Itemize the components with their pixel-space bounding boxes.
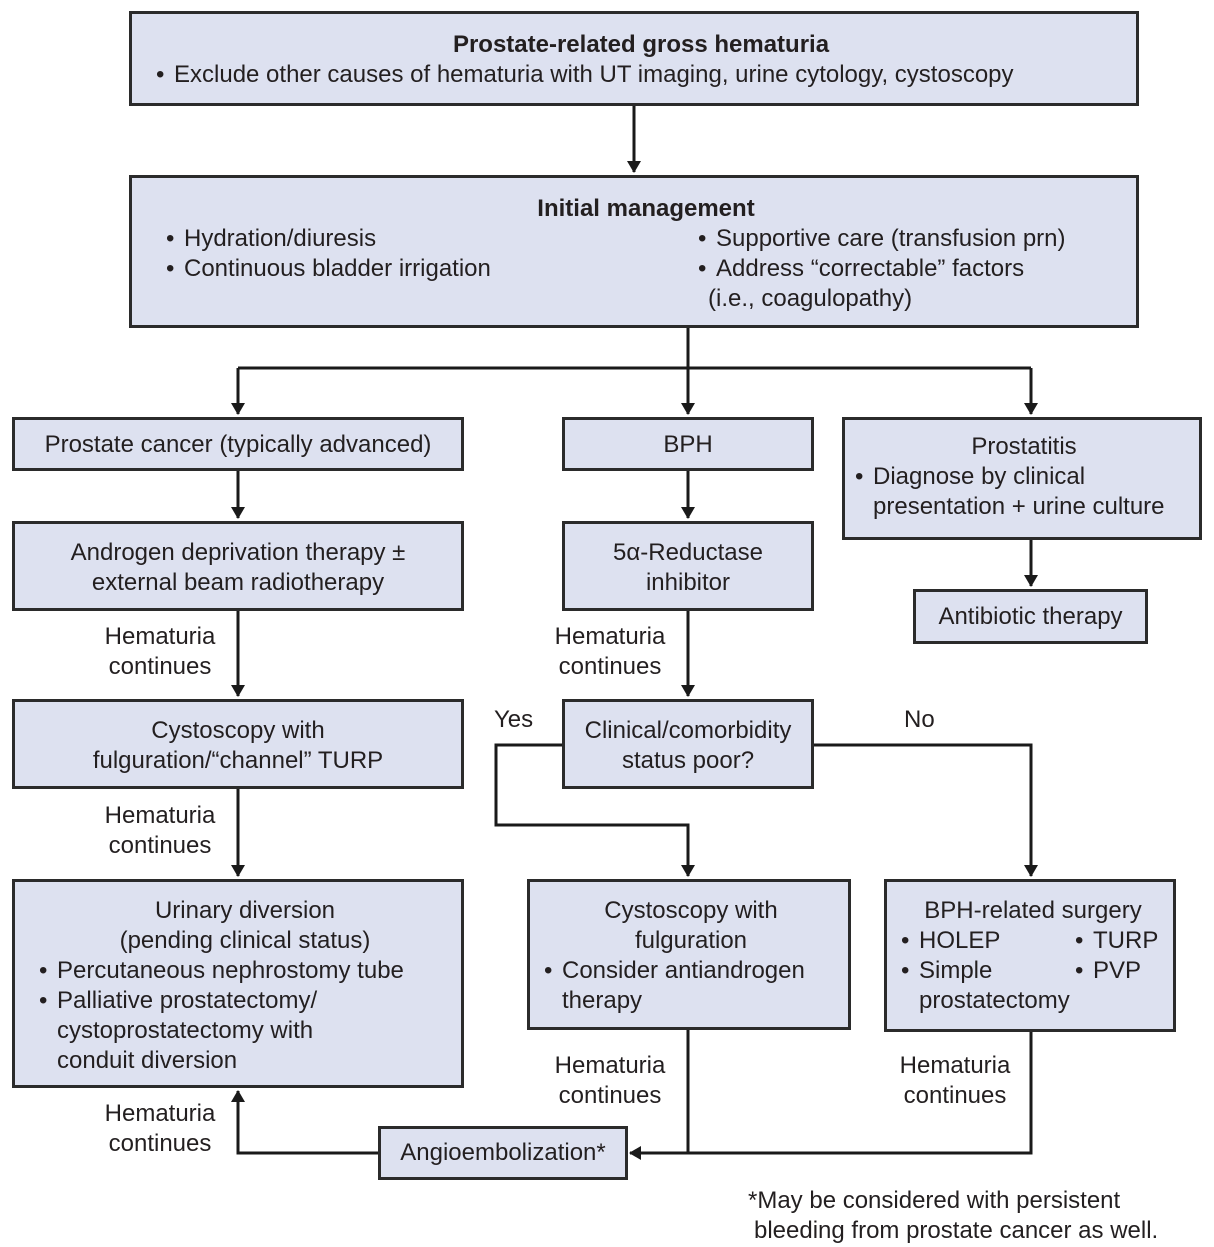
hematuria-text: Hematuria bbox=[104, 1100, 216, 1127]
top-box: Prostate-related gross hematuria Exclude… bbox=[129, 11, 1139, 106]
bph-box: BPH bbox=[562, 417, 814, 471]
initial-right-item-cont: (i.e., coagulopathy) bbox=[708, 285, 913, 312]
antibiotic-therapy-box: Antibiotic therapy bbox=[913, 589, 1148, 644]
diversion-subtitle: (pending clinical status) bbox=[119, 927, 371, 954]
hematuria-label-3: Hematuria continues bbox=[535, 622, 685, 682]
diversion-bullet-cont: cystoprostatectomy with bbox=[57, 1017, 314, 1044]
arrow-no-branch bbox=[814, 743, 1038, 877]
bph-surgery-box: BPH-related surgery HOLEP TURP Simple PV… bbox=[884, 879, 1176, 1032]
top-title: Prostate-related gross hematuria bbox=[452, 31, 830, 58]
diversion-bullet: Palliative prostatectomy/ bbox=[39, 986, 451, 1016]
cysto-fulguration-title: fulguration bbox=[634, 927, 748, 954]
surgery-item-cont: prostatectomy bbox=[919, 987, 1070, 1014]
adt-line: Androgen deprivation therapy ± bbox=[70, 539, 406, 566]
cysto-fulguration-bullet: Consider antiandrogen bbox=[544, 956, 838, 986]
prostatitis-title: Prostatitis bbox=[971, 433, 1077, 460]
cysto-turp-box: Cystoscopy with fulguration/“channel” TU… bbox=[12, 699, 464, 789]
prostatitis-bullet: Diagnose by clinical bbox=[855, 462, 1193, 492]
surgery-item-pvp: PVP bbox=[1075, 956, 1141, 986]
initial-left-item: Continuous bladder irrigation bbox=[166, 254, 686, 284]
angioembolization-box: Angioembolization* bbox=[378, 1126, 628, 1180]
continues-text: continues bbox=[108, 832, 212, 859]
initial-right-item: Address “correctable” factors bbox=[698, 254, 1138, 284]
surgery-title: BPH-related surgery bbox=[924, 897, 1142, 924]
surgery-item-holep: HOLEP bbox=[901, 926, 1000, 956]
footnote: *May be considered with persistent bleed… bbox=[748, 1186, 1208, 1246]
urinary-diversion-box: Urinary diversion (pending clinical stat… bbox=[12, 879, 464, 1088]
cysto-fulguration-title: Cystoscopy with bbox=[604, 897, 778, 924]
decision-line: status poor? bbox=[621, 747, 755, 774]
antibiotic-label: Antibiotic therapy bbox=[938, 603, 1123, 630]
cysto-turp-line: Cystoscopy with bbox=[151, 717, 325, 744]
diversion-bullet: Percutaneous nephrostomy tube bbox=[39, 956, 451, 986]
surgery-item-turp: TURP bbox=[1075, 926, 1158, 956]
inhibitor-line: inhibitor bbox=[645, 569, 731, 596]
reductase-inhibitor-box: 5α-Reductase inhibitor bbox=[562, 521, 814, 611]
hematuria-text: Hematuria bbox=[554, 1052, 666, 1079]
hematuria-label-4: Hematuria continues bbox=[535, 1051, 685, 1111]
hematuria-label-6: Hematuria continues bbox=[880, 1051, 1030, 1111]
continues-text: continues bbox=[108, 653, 212, 680]
initial-left-item: Hydration/diuresis bbox=[166, 224, 686, 254]
initial-title: Initial management bbox=[537, 195, 755, 222]
hematuria-label-2: Hematuria continues bbox=[85, 801, 235, 861]
adt-line: external beam radiotherapy bbox=[91, 569, 385, 596]
continues-text: continues bbox=[903, 1082, 1007, 1109]
footnote-line: bleeding from prostate cancer as well. bbox=[754, 1217, 1159, 1244]
prostate-cancer-box: Prostate cancer (typically advanced) bbox=[12, 417, 464, 471]
hematuria-text: Hematuria bbox=[899, 1052, 1011, 1079]
diversion-title: Urinary diversion bbox=[154, 897, 336, 924]
arrow-surgery-to-angio bbox=[629, 1032, 1033, 1160]
yes-label: Yes bbox=[494, 706, 534, 733]
inhibitor-line: 5α-Reductase bbox=[613, 539, 763, 566]
footnote-line: *May be considered with persistent bbox=[748, 1187, 1121, 1214]
hematuria-text: Hematuria bbox=[104, 802, 216, 829]
continues-text: continues bbox=[108, 1130, 212, 1157]
arrow-yes-branch bbox=[494, 743, 695, 877]
bph-label: BPH bbox=[663, 431, 713, 458]
cysto-turp-line: fulguration/“channel” TURP bbox=[92, 747, 384, 774]
top-bullet: Exclude other causes of hematuria with U… bbox=[156, 60, 1126, 90]
decision-line: Clinical/comorbidity bbox=[584, 717, 792, 744]
cysto-fulguration-box: Cystoscopy with fulguration Consider ant… bbox=[527, 879, 851, 1030]
continues-text: continues bbox=[558, 653, 662, 680]
prostatitis-box: Prostatitis Diagnose by clinical present… bbox=[842, 417, 1202, 540]
continues-text: continues bbox=[558, 1082, 662, 1109]
adt-box: Androgen deprivation therapy ± external … bbox=[12, 521, 464, 611]
hematuria-label-1: Hematuria continues bbox=[85, 622, 235, 682]
hematuria-label-5: Hematuria continues bbox=[85, 1099, 235, 1159]
hematuria-text: Hematuria bbox=[554, 623, 666, 650]
prostate-cancer-label: Prostate cancer (typically advanced) bbox=[44, 431, 432, 458]
arrow-angio-to-diversion bbox=[231, 1090, 378, 1155]
diversion-bullet-cont: conduit diversion bbox=[57, 1047, 238, 1074]
initial-right-item: Supportive care (transfusion prn) bbox=[698, 224, 1138, 254]
initial-management-box: Initial management Hydration/diuresis Co… bbox=[129, 175, 1139, 328]
clinical-status-decision-box: Clinical/comorbidity status poor? bbox=[562, 699, 814, 789]
surgery-item-simple: Simple bbox=[901, 956, 992, 986]
prostatitis-bullet-cont: presentation + urine culture bbox=[873, 493, 1165, 520]
hematuria-text: Hematuria bbox=[104, 623, 216, 650]
cysto-fulguration-bullet-cont: therapy bbox=[562, 987, 643, 1014]
angio-label: Angioembolization* bbox=[400, 1139, 606, 1166]
no-label: No bbox=[904, 706, 935, 733]
